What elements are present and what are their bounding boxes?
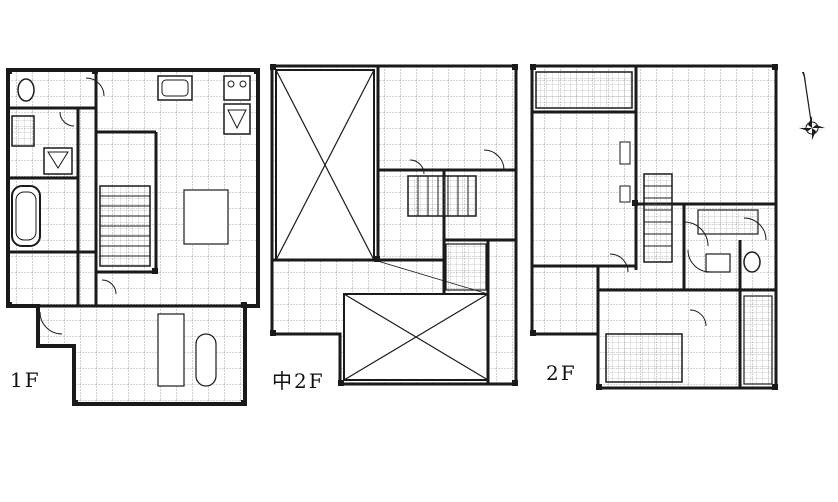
- floor-label-mezzanine-2f: 中2F: [272, 369, 325, 393]
- floor-plan-m2f: [270, 64, 518, 386]
- north-arrow-icon: [802, 72, 806, 82]
- floor-plan-1f: [6, 68, 260, 406]
- floor-plan-2f: [530, 64, 778, 390]
- floor-label-1f: 1F: [10, 368, 41, 392]
- floor-label-2f: 2F: [546, 361, 577, 385]
- compass-rose-icon: [799, 72, 825, 140]
